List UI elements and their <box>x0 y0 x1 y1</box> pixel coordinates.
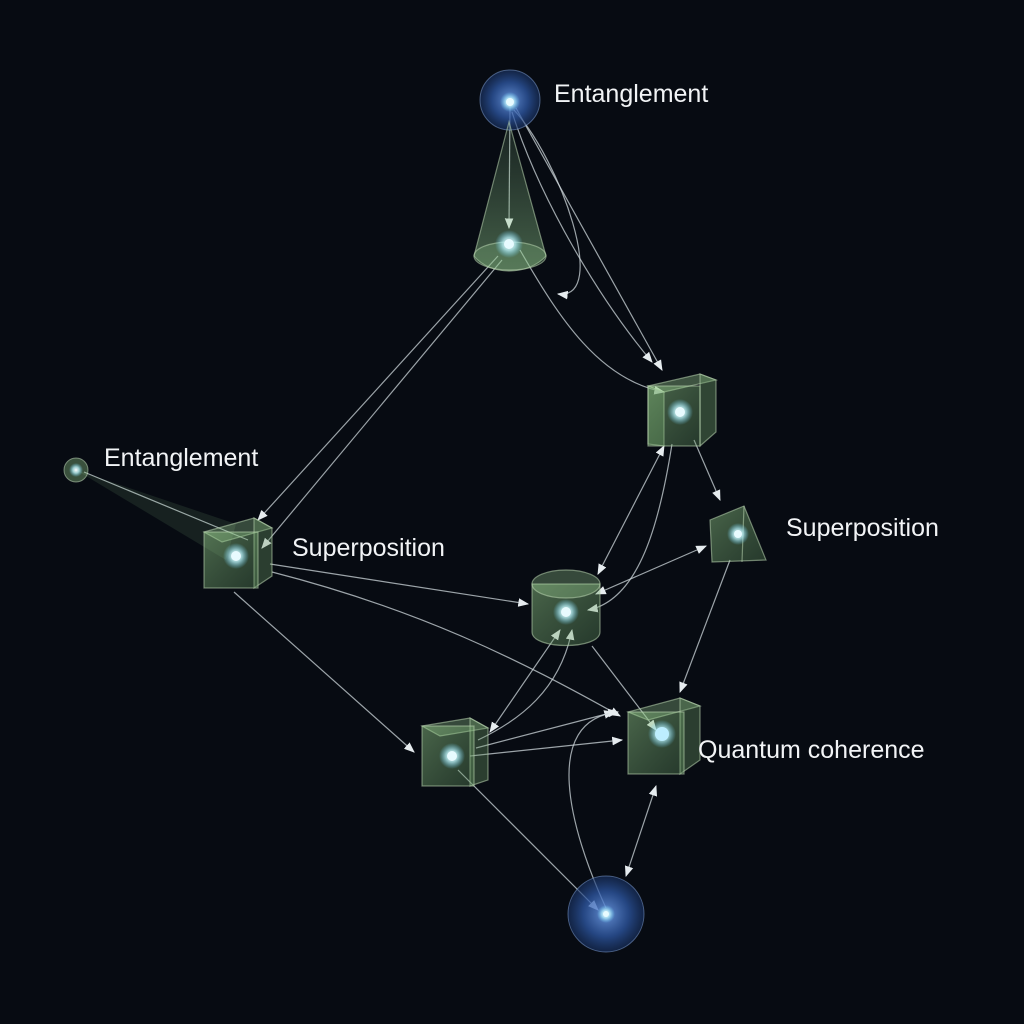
edge-cube-left-to-quantum <box>271 571 621 717</box>
label-superposition-left: Superposition <box>292 534 445 562</box>
edge-cube-left-to-cube-ll <box>233 591 415 753</box>
label-entanglement-top: Entanglement <box>554 80 708 108</box>
edge-top-to-cube-ur <box>515 107 663 371</box>
edge-pyramid-to-quantum <box>679 559 731 694</box>
edge-cube-ll-quantum <box>469 736 624 757</box>
cube-node-upper-right <box>645 373 719 448</box>
edge-cube-ll-quantum-2 <box>475 710 616 749</box>
edge-cylinder-cube-ll <box>489 629 561 733</box>
cylinder-node-center <box>531 569 601 646</box>
edge-cube-left-to-cylinder <box>269 563 530 607</box>
cube-node-left <box>202 516 274 590</box>
edges <box>83 103 731 911</box>
pyramid-node-right <box>709 505 767 563</box>
label-superposition-right: Superposition <box>786 514 939 542</box>
cone-node <box>473 119 547 272</box>
edge-cone-to-cube-ur <box>519 249 666 395</box>
edge-cone-to-cube-left <box>257 255 499 521</box>
labels: Entanglement Entanglement Superposition … <box>104 80 939 764</box>
edge-cone-to-cube-left-2 <box>261 259 503 549</box>
edge-left-point-to-cube-left <box>83 471 249 541</box>
sphere-node-bottom <box>567 875 645 953</box>
edge-top-loop <box>513 109 581 300</box>
cube-node-lower-left <box>420 716 490 787</box>
edge-bottom-quantum <box>624 784 658 878</box>
label-quantum-coherence: Quantum coherence <box>698 736 925 764</box>
edge-cube-ur-cylinder <box>597 445 665 575</box>
edge-cylinder-cube-ll-curve <box>477 628 575 741</box>
cube-node-quantum-coherence <box>626 697 702 776</box>
edge-cube-ur-to-pyramid <box>693 439 721 501</box>
point-node-left <box>63 457 236 560</box>
sphere-node-top <box>479 69 541 131</box>
label-entanglement-left: Entanglement <box>104 444 258 472</box>
edge-top-to-cube-ur-2 <box>511 111 653 363</box>
edge-cube-ll-to-bottom <box>457 769 599 911</box>
edge-bottom-to-quantum-curve <box>568 708 620 909</box>
edge-pyramid-cylinder <box>595 545 707 595</box>
